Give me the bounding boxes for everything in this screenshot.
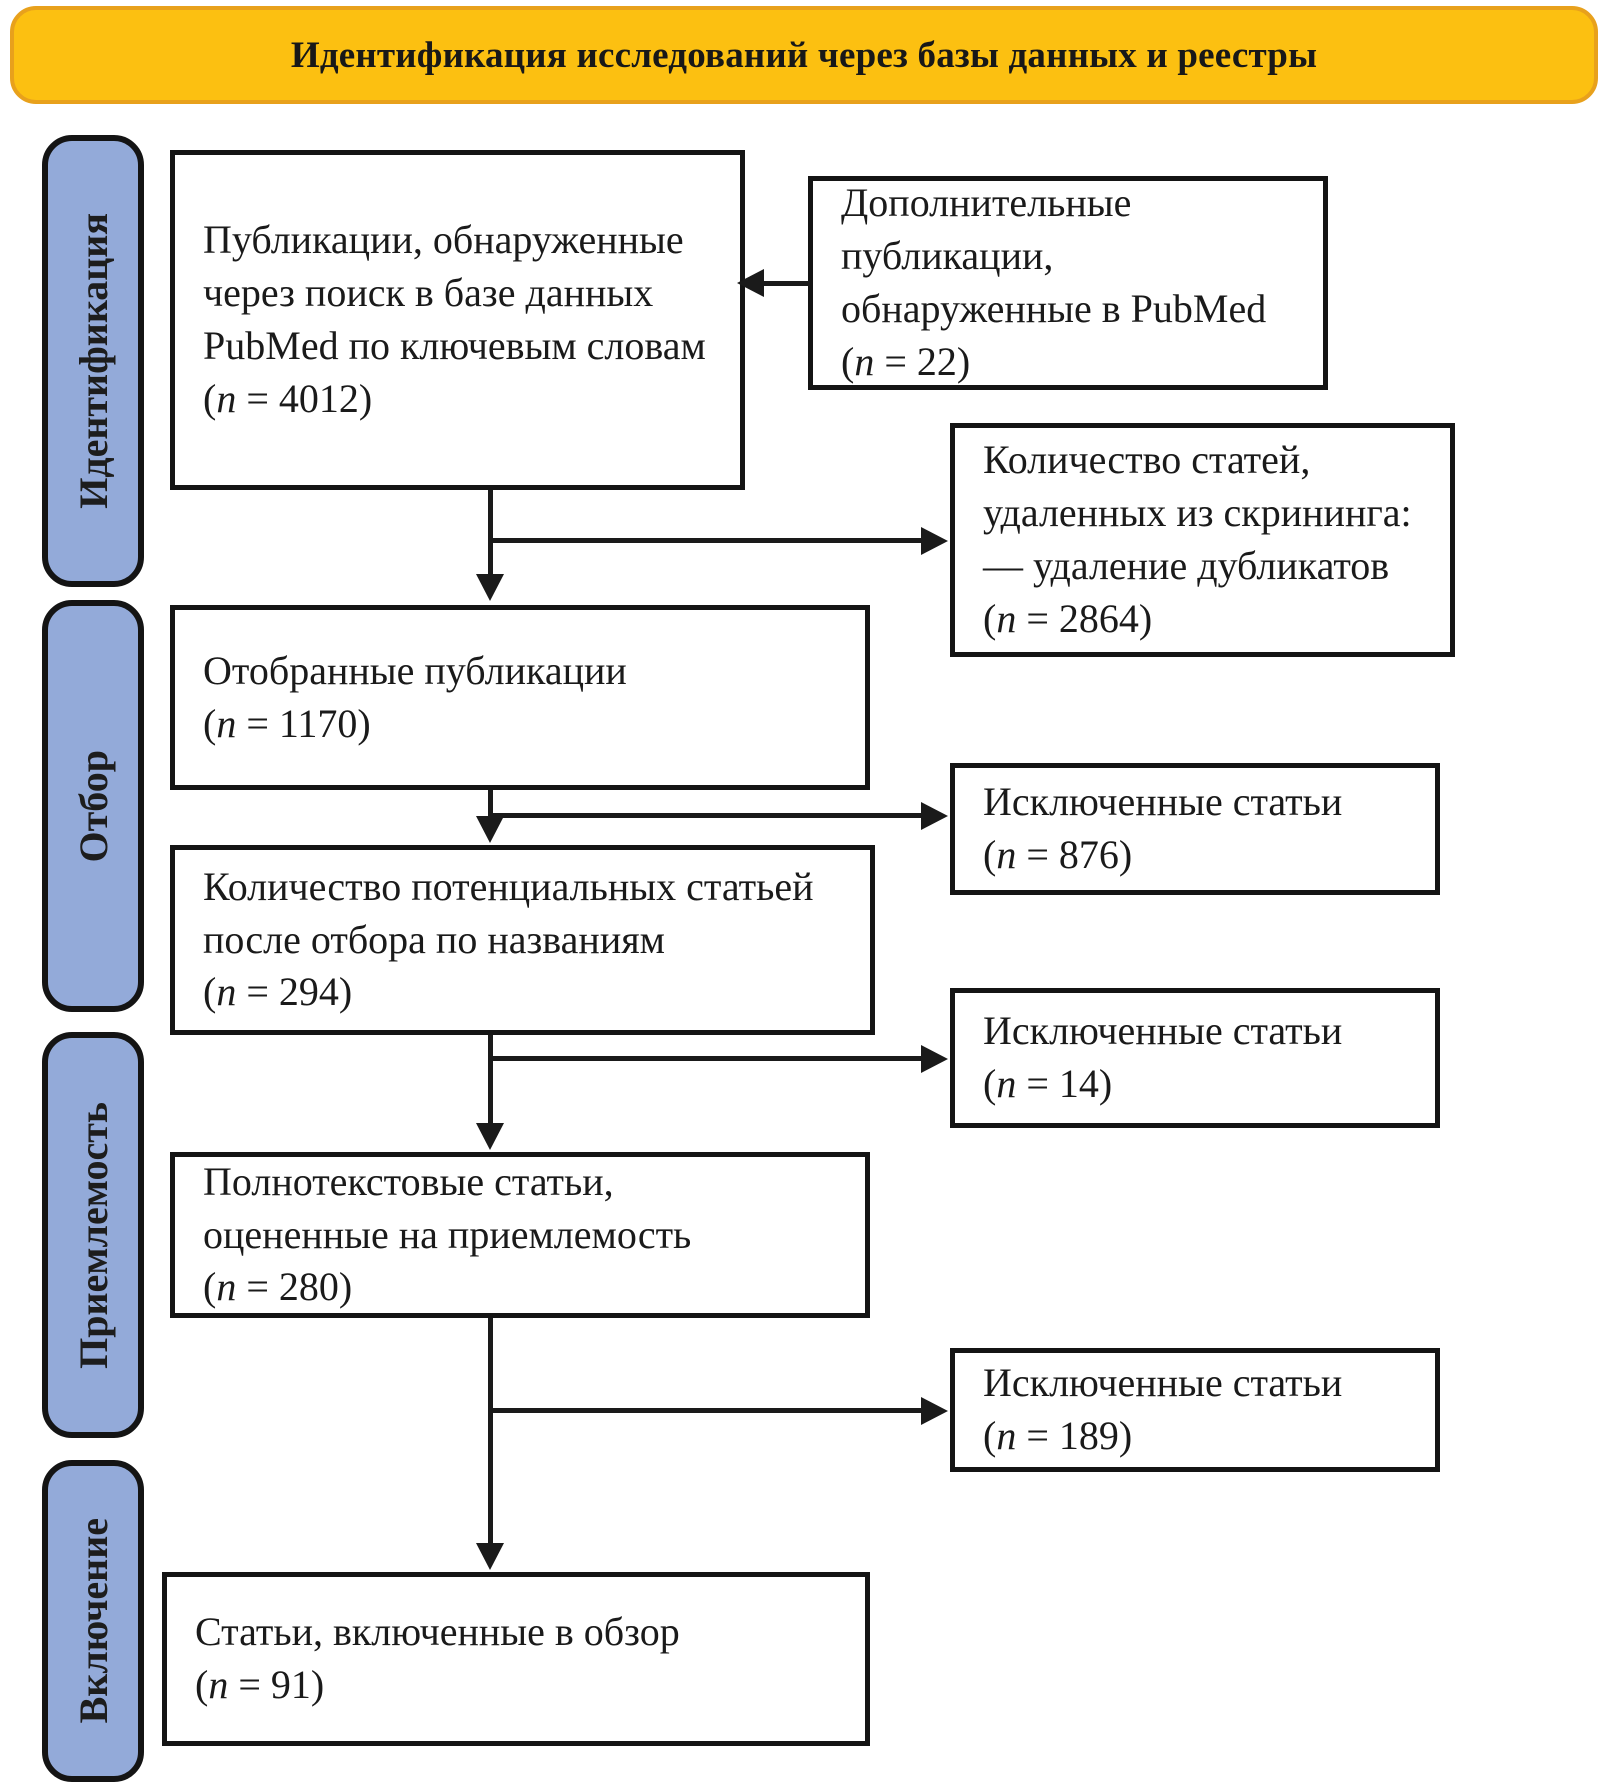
arrowhead-right-icon	[921, 802, 948, 830]
arrowhead-left-icon	[737, 269, 764, 297]
arrowhead-down-icon	[476, 816, 504, 843]
count-line: (n = 4012)	[203, 375, 373, 421]
count-line: (n = 876)	[983, 832, 1133, 877]
box-text: Исключенные статьи	[983, 1360, 1343, 1406]
connector-branch-excluded-876	[490, 813, 924, 818]
connector-branch-excluded-189	[490, 1408, 924, 1413]
box-text: после отбора по названиям	[203, 916, 665, 962]
connector-branch-excluded-14	[490, 1056, 924, 1061]
box-text: оцененные на приемлемость	[203, 1211, 692, 1257]
box-text: Количество потенциальных статьей	[203, 863, 814, 909]
box-excluded-14: Исключенные статьи (n = 14)	[950, 988, 1440, 1128]
stage-label: Отбор	[70, 749, 116, 863]
box-text: обнаруженные в PubMed	[841, 286, 1267, 331]
count-line: (n = 14)	[983, 1061, 1113, 1106]
count-line: (n = 22)	[841, 338, 971, 384]
arrowhead-right-icon	[921, 1045, 948, 1073]
count-line: (n = 1170)	[203, 700, 371, 746]
box-included-in-review: Статьи, включенные в обзор (n = 91)	[162, 1572, 870, 1746]
stage-label: Включение	[70, 1518, 116, 1724]
count-line: (n = 91)	[195, 1662, 325, 1707]
box-text: PubMed по ключевым словам	[203, 323, 706, 368]
box-text: Статьи, включенные в обзор	[195, 1609, 680, 1655]
box-text: Дополнительные	[841, 180, 1132, 226]
count-value: 1170	[278, 700, 358, 746]
diagram-title: Идентификация исследований через базы да…	[290, 34, 1318, 76]
count-value: 294	[278, 969, 339, 1015]
count-value: 2864	[1058, 595, 1139, 641]
connector-branch-duplicates	[490, 538, 924, 543]
count-value: 876	[1058, 832, 1119, 877]
box-pubmed-search: Публикации, обнаруженные через поиск в б…	[170, 150, 745, 490]
box-text: Публикации, обнаруженные	[203, 217, 684, 263]
count-value: 91	[270, 1662, 311, 1707]
stage-eligibility: Приемлемость	[42, 1032, 144, 1438]
box-excluded-189: Исключенные статьи (n = 189)	[950, 1348, 1440, 1472]
box-text: Количество статей,	[983, 437, 1311, 483]
count-line: (n = 189)	[983, 1413, 1133, 1458]
arrowhead-right-icon	[921, 1397, 948, 1425]
count-value: 14	[1058, 1061, 1099, 1106]
box-text: через поиск в базе данных	[203, 270, 654, 316]
stage-label: Идентификация	[70, 213, 116, 509]
arrowhead-down-icon	[476, 1123, 504, 1150]
count-value: 22	[916, 338, 957, 384]
stage-inclusion: Включение	[42, 1460, 144, 1782]
count-line: (n = 294)	[203, 969, 353, 1015]
box-text: публикации,	[841, 233, 1054, 279]
connector-additional-to-search	[762, 281, 810, 286]
title-banner: Идентификация исследований через базы да…	[10, 6, 1598, 104]
box-text: удаленных из скрининга:	[983, 490, 1412, 536]
connector-potential-to-fulltext	[488, 1035, 493, 1125]
box-text: — удаление дубликатов	[983, 543, 1390, 588]
count-value: 189	[1058, 1413, 1119, 1458]
box-text: Исключенные статьи	[983, 1008, 1343, 1054]
connector-screened-to-potential	[488, 790, 493, 818]
stage-identification: Идентификация	[42, 135, 144, 587]
arrowhead-down-icon	[476, 1543, 504, 1570]
box-text: Отобранные публикации	[203, 647, 627, 693]
stage-screening: Отбор	[42, 600, 144, 1012]
box-fulltext-assessed: Полнотекстовые статьи, оцененные на прие…	[170, 1152, 870, 1318]
box-removed-before-screening: Количество статей, удаленных из скрининг…	[950, 423, 1455, 657]
connector-fulltext-to-included	[488, 1318, 493, 1545]
count-value: 280	[278, 1264, 339, 1310]
box-additional-publications: Дополнительные публикации, обнаруженные …	[808, 176, 1328, 390]
arrowhead-right-icon	[921, 527, 948, 555]
box-potential-after-title-screen: Количество потенциальных статьей после о…	[170, 845, 875, 1035]
box-records-screened: Отобранные публикации (n = 1170)	[170, 605, 870, 790]
box-excluded-876: Исключенные статьи (n = 876)	[950, 763, 1440, 895]
count-line: (n = 2864)	[983, 595, 1153, 641]
count-line: (n = 280)	[203, 1264, 353, 1310]
box-text: Полнотекстовые статьи,	[203, 1158, 614, 1204]
arrowhead-down-icon	[476, 574, 504, 601]
box-text: Исключенные статьи	[983, 779, 1343, 825]
connector-search-to-screened	[488, 490, 493, 576]
count-value: 4012	[278, 375, 359, 421]
stage-label: Приемлемость	[70, 1101, 116, 1369]
